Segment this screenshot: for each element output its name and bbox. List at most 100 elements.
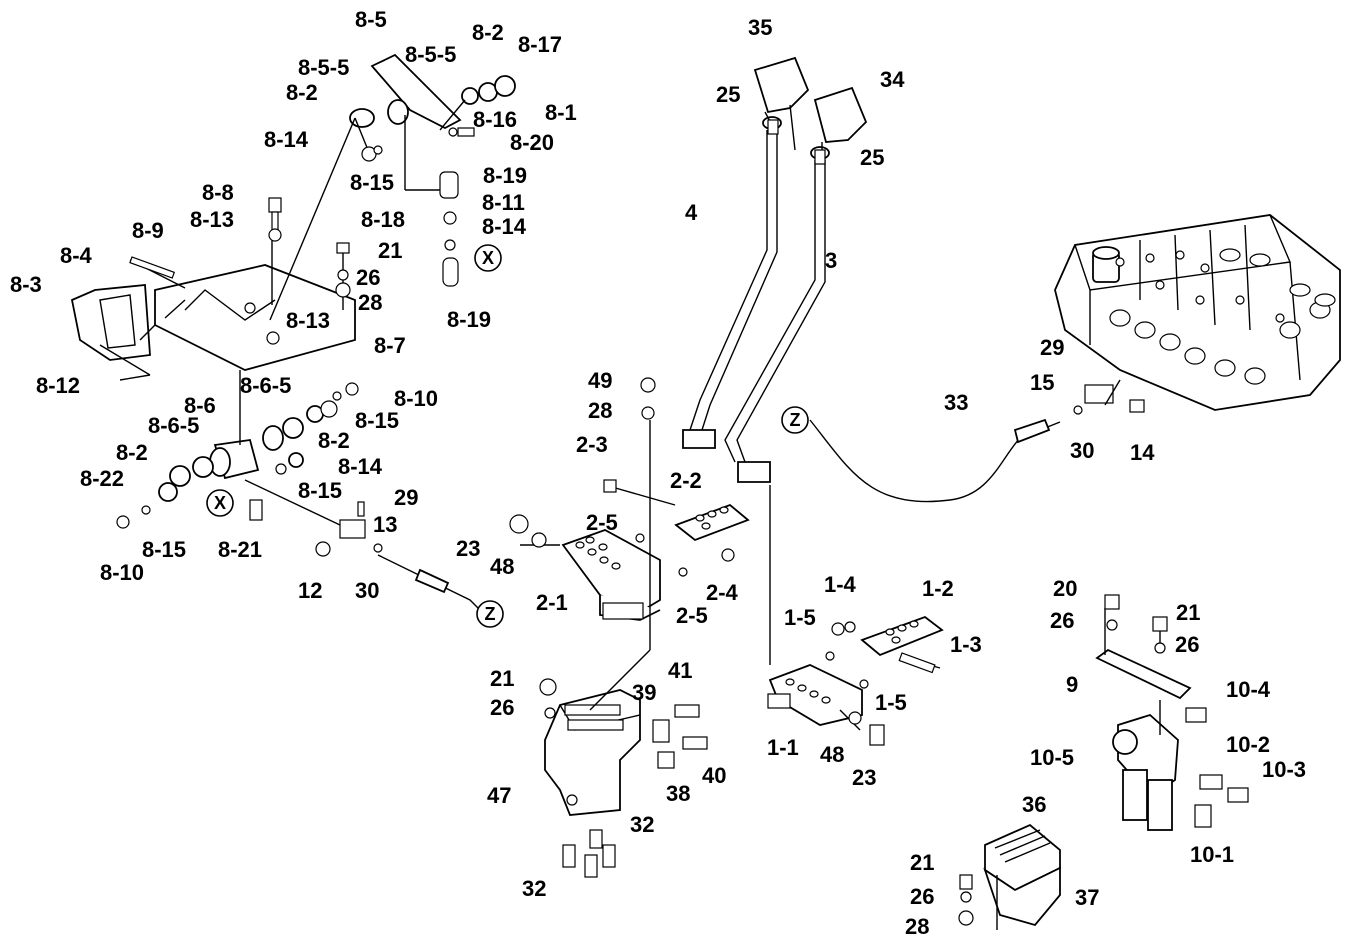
label-8-18: 8-18 [361,207,405,232]
label-28-c: 28 [905,914,929,939]
cable-33 [809,419,1061,503]
label-30-b: 30 [1070,438,1094,463]
label-4: 4 [685,200,698,225]
label-26-e: 26 [910,884,934,909]
label-48-b: 48 [820,742,844,767]
svg-text:Z: Z [790,410,801,430]
knob-34 [813,86,868,152]
label-8-10-a: 8-10 [394,386,438,411]
label-8-2-c: 8-2 [318,428,350,453]
base-plate-8-7 [154,264,356,371]
label-8-10-b: 8-10 [100,560,144,585]
fittings-38-41 [652,704,708,769]
label-8-22: 8-22 [80,466,124,491]
label-1-5-b: 1-5 [875,690,907,715]
label-2-5-a: 2-5 [586,510,618,535]
pedal-bracket-1 [767,615,944,726]
label-10-1: 10-1 [1190,842,1234,867]
label-26-b: 26 [490,695,514,720]
label-8-7: 8-7 [374,333,406,358]
label-8-6-5-b: 8-6-5 [148,413,199,438]
label-1-5-a: 1-5 [784,605,816,630]
label-1-1: 1-1 [767,735,799,760]
label-8-9: 8-9 [132,218,164,243]
label-15: 15 [1030,370,1054,395]
label-32-a: 32 [630,812,654,837]
label-8-2-a: 8-2 [472,20,504,45]
label-29-b: 29 [1040,335,1064,360]
label-25-right: 25 [860,145,884,170]
label-8-20: 8-20 [510,130,554,155]
label-8-2-b: 8-2 [286,80,318,105]
label-1-3: 1-3 [950,632,982,657]
label-21-c: 21 [1176,600,1200,625]
label-25-left: 25 [716,82,740,107]
label-35: 35 [748,15,772,40]
bracket-37 [983,866,1061,927]
label-8-14-b: 8-14 [482,214,527,239]
label-48-a: 48 [490,554,514,579]
label-2-5-b: 2-5 [676,603,708,628]
label-34: 34 [880,67,905,92]
label-8-21: 8-21 [218,537,262,562]
label-20: 20 [1053,576,1077,601]
label-8-1: 8-1 [545,100,577,125]
label-23-b: 23 [852,765,876,790]
label-38: 38 [666,781,690,806]
knob-35 [753,56,810,151]
label-40: 40 [702,763,726,788]
label-8-14-c: 8-14 [338,454,383,479]
label-2-4: 2-4 [706,580,739,605]
label-10-5: 10-5 [1030,745,1074,770]
label-14: 14 [1130,440,1155,465]
label-8-19-b: 8-19 [447,307,491,332]
label-8-19-a: 8-19 [483,163,527,188]
label-8-6-5-a: 8-6-5 [240,373,291,398]
label-8-2-d: 8-2 [116,440,148,465]
control-lever-4 [682,116,782,449]
label-13: 13 [373,512,397,537]
label-36: 36 [1022,792,1046,817]
label-10-4: 10-4 [1226,677,1271,702]
label-8-3: 8-3 [10,272,42,297]
label-1-4: 1-4 [824,572,857,597]
control-valve-block [1054,214,1341,411]
label-8-17: 8-17 [518,32,562,57]
label-12: 12 [298,578,322,603]
label-8-5-5-a: 8-5-5 [405,42,456,67]
label-8-4: 8-4 [60,243,93,268]
label-8-13-a: 8-13 [190,207,234,232]
label-8-5-5-b: 8-5-5 [298,55,349,80]
label-8-11: 8-11 [482,190,525,215]
cable-lower [377,554,481,611]
label-8-12: 8-12 [36,373,80,398]
label-26-c: 26 [1050,608,1074,633]
svg-text:Z: Z [485,604,496,624]
label-8-15-d: 8-15 [142,537,186,562]
valve-10 [1112,707,1249,831]
label-8-6: 8-6 [184,393,216,418]
label-10-2: 10-2 [1226,732,1270,757]
label-2-2: 2-2 [670,468,702,493]
label-3: 3 [825,248,837,273]
label-33: 33 [944,390,968,415]
label-8-14-a: 8-14 [264,127,309,152]
label-1-2: 1-2 [922,576,954,601]
label-41: 41 [668,658,692,683]
label-8-13-b: 8-13 [286,308,330,333]
label-21-a: 21 [378,238,402,263]
cable-end-lower [414,568,450,594]
label-10-3: 10-3 [1262,757,1306,782]
label-8-5: 8-5 [355,7,387,32]
callout-z-lower: Z [476,600,504,628]
label-32-b: 32 [522,876,546,901]
label-23-a: 23 [456,536,480,561]
plate-9 [1095,648,1192,700]
label-37: 37 [1075,885,1099,910]
lever-8-5 [349,53,516,130]
label-8-15-c: 8-15 [298,478,342,503]
label-21-b: 21 [490,666,514,691]
label-8-8: 8-8 [202,180,234,205]
label-9: 9 [1066,672,1078,697]
label-30-a: 30 [355,578,379,603]
